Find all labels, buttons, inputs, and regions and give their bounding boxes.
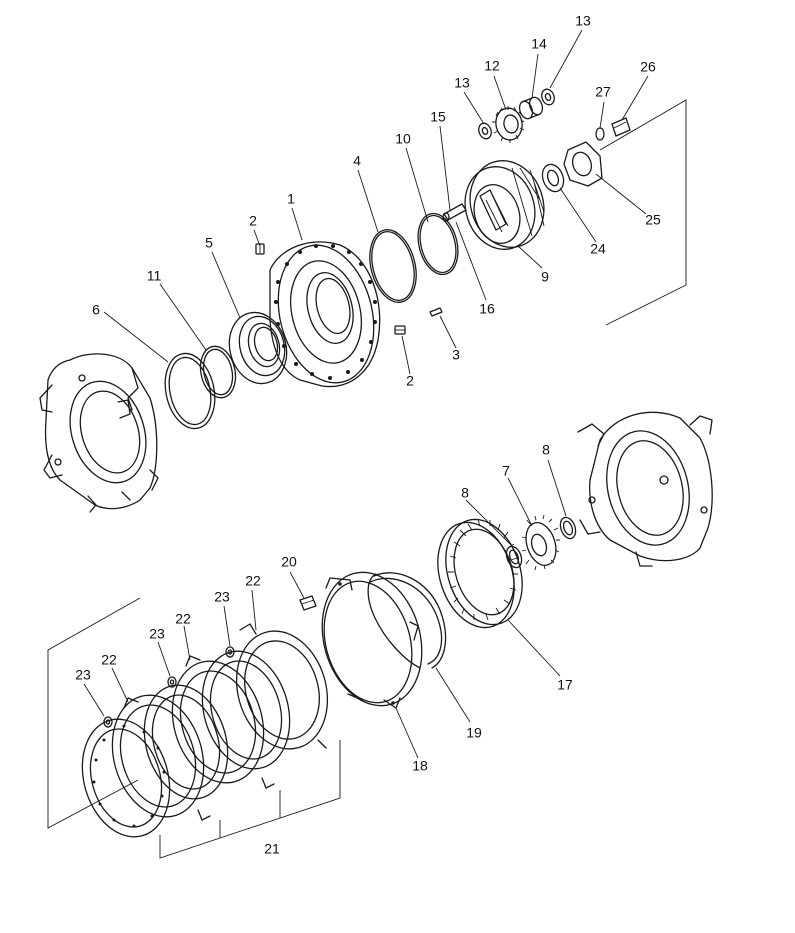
- callout-23-c: 23: [75, 667, 91, 683]
- callout-16: 16: [479, 301, 495, 317]
- snap-ring-11: [199, 345, 237, 399]
- bracket-21: [159, 740, 341, 859]
- callout-labels: 13 14 12 13 26 27 15 10 4 1 2 5 11 6 25 …: [75, 13, 661, 857]
- thrust-washer-8-right: [559, 516, 577, 540]
- washer-27: [595, 127, 605, 141]
- callout-22-c: 22: [101, 652, 117, 668]
- spring-23-b: [167, 676, 177, 688]
- callout-20: 20: [281, 554, 297, 570]
- clutch-pack: [81, 623, 329, 838]
- thrust-washer-13-lower: [478, 122, 492, 140]
- frame-bracket-upper: [599, 99, 687, 326]
- left-housing: [39, 353, 159, 513]
- callout-1: 1: [287, 191, 295, 207]
- ring-gear-17: [437, 518, 523, 629]
- callout-26: 26: [640, 59, 656, 75]
- frame-bracket-lower: [47, 597, 141, 829]
- callout-17: 17: [557, 677, 573, 693]
- callout-13-top: 13: [575, 13, 591, 29]
- callout-5: 5: [205, 235, 213, 251]
- shaft-15: [442, 203, 467, 222]
- callout-10: 10: [395, 131, 411, 147]
- bolt-2-lower: [394, 325, 406, 335]
- callout-23-a: 23: [214, 589, 230, 605]
- callout-2-lower: 2: [406, 373, 414, 389]
- callout-12: 12: [484, 58, 500, 74]
- callout-8-left: 8: [461, 485, 469, 501]
- o-ring-10: [417, 212, 459, 276]
- snap-ring-19: [367, 572, 447, 669]
- bolt-26: [611, 117, 631, 137]
- bearing-5: [228, 311, 288, 385]
- callout-25: 25: [645, 212, 661, 228]
- callout-23-b: 23: [149, 626, 165, 642]
- carrier-plate-1: [269, 241, 381, 388]
- callout-7: 7: [502, 463, 510, 479]
- callout-13: 13: [454, 75, 470, 91]
- bearing-24: [541, 163, 565, 193]
- callout-24: 24: [590, 241, 606, 257]
- right-housing: [577, 411, 713, 567]
- callout-9: 9: [541, 269, 549, 285]
- callout-15: 15: [430, 109, 446, 125]
- sun-gear-7: [521, 514, 560, 571]
- gear-12: [492, 106, 525, 143]
- callout-11: 11: [147, 268, 162, 284]
- planet-carrier-9: [464, 160, 545, 250]
- callout-27: 27: [595, 84, 611, 100]
- callout-6: 6: [92, 302, 100, 318]
- callout-22-b: 22: [175, 611, 191, 627]
- thrust-washer-8-left: [505, 545, 523, 569]
- callout-19: 19: [466, 725, 482, 741]
- callout-8-right: 8: [542, 442, 550, 458]
- leader-lines: [83, 29, 649, 759]
- callout-4: 4: [353, 153, 361, 169]
- callout-18: 18: [412, 758, 428, 774]
- bolt-20: [299, 595, 317, 611]
- piston-18: [321, 571, 423, 709]
- pin-3: [429, 307, 443, 317]
- needle-bearing-14: [518, 96, 544, 120]
- thrust-washer-13-upper: [541, 88, 555, 106]
- callout-22-a: 22: [245, 573, 261, 589]
- spring-23-c: [225, 646, 235, 658]
- lock-plate-25: [563, 141, 603, 187]
- o-ring-4: [369, 229, 417, 303]
- callout-3: 3: [452, 347, 460, 363]
- callout-14: 14: [531, 36, 547, 52]
- callout-2-upper: 2: [249, 213, 257, 229]
- callout-21: 21: [264, 841, 280, 857]
- spring-23-a: [103, 716, 113, 728]
